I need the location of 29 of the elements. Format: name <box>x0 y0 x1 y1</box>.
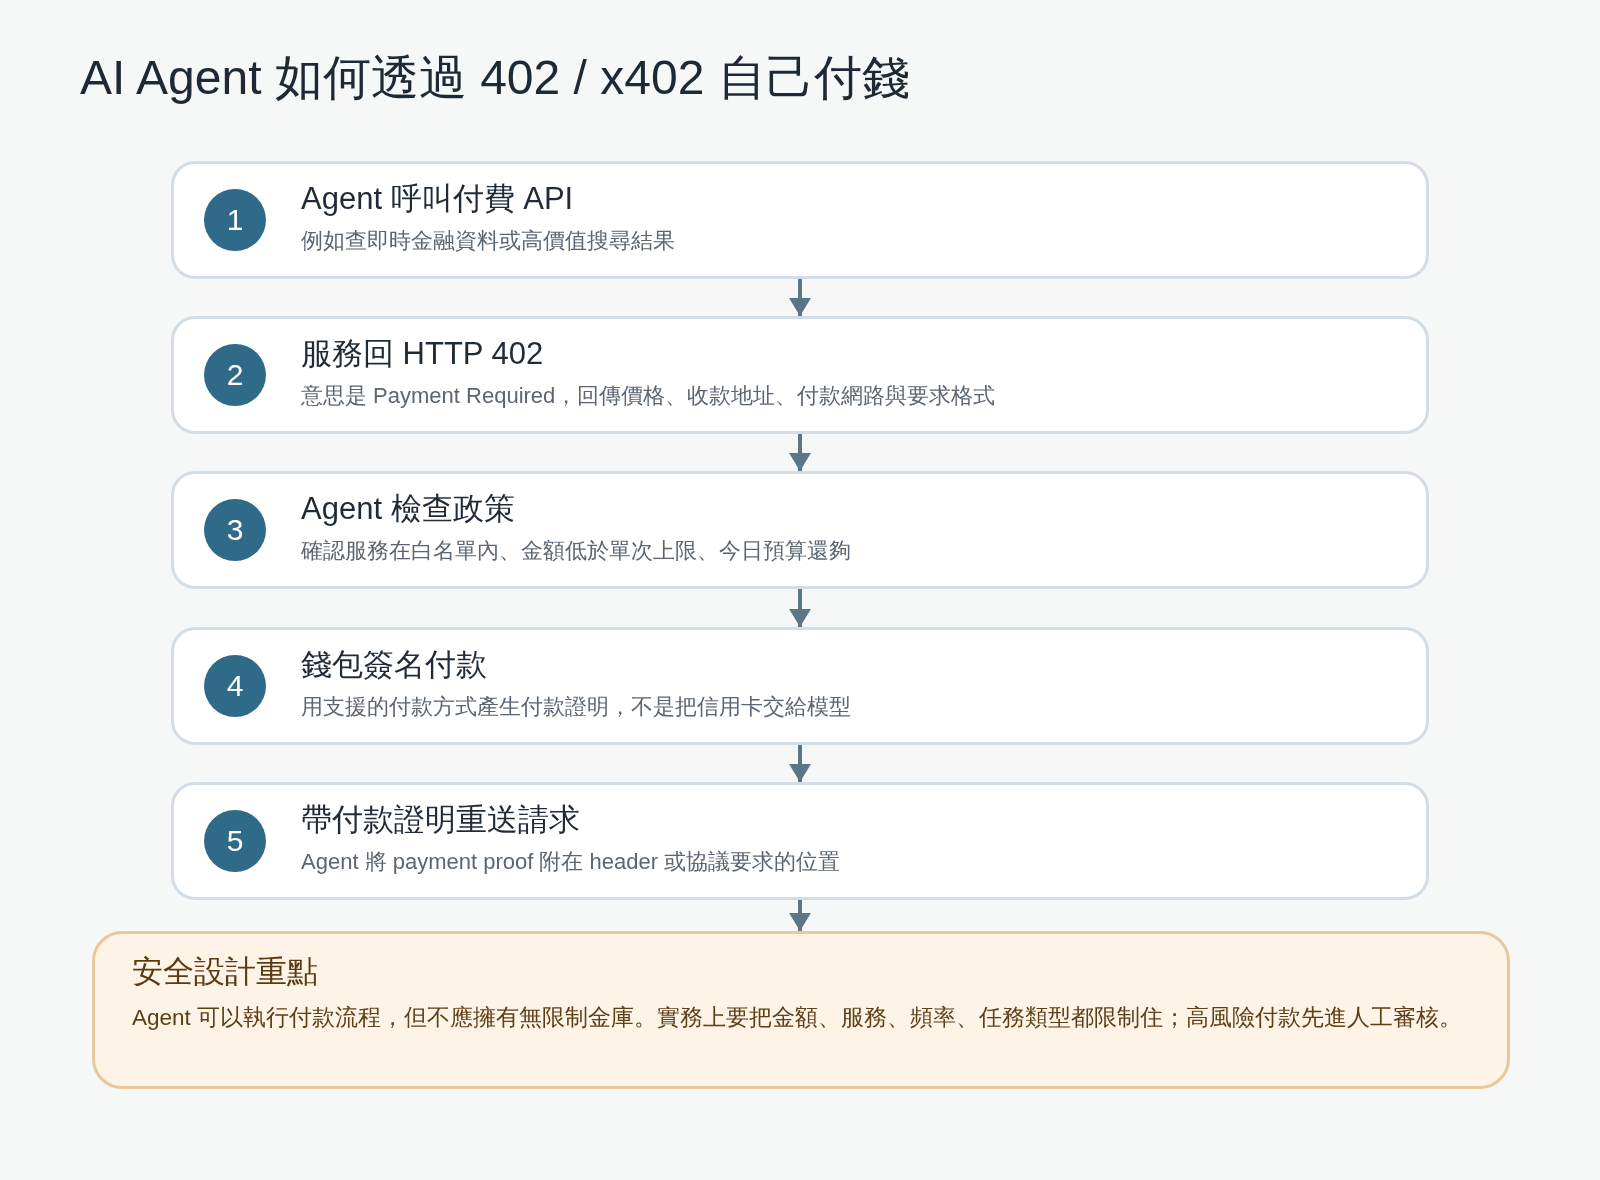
step-description: 例如查即時金融資料或高價值搜尋結果 <box>301 227 676 255</box>
number-circle: 1 <box>204 189 266 251</box>
step-card <box>171 161 1429 279</box>
number-circle: 4 <box>204 655 266 717</box>
step-card <box>171 782 1429 900</box>
step-title: Agent 檢查政策 <box>301 490 515 528</box>
step-title: Agent 呼叫付費 API <box>301 180 574 218</box>
number-circle: 2 <box>204 344 266 406</box>
step-card <box>171 471 1429 589</box>
step-title: 服務回 HTTP 402 <box>301 335 544 373</box>
number-circle: 5 <box>204 810 266 872</box>
step-description: 用支援的付款方式產生付款證明，不是把信用卡交給模型 <box>301 693 852 721</box>
arrow <box>789 745 811 782</box>
arrow <box>789 279 811 316</box>
step-description: 意思是 Payment Required，回傳價格、收款地址、付款網路與要求格式 <box>301 382 997 410</box>
note-text: Agent 可以執行付款流程，但不應擁有無限制金庫。實務上要把金額、服務、頻率、任務類型都限制住；高風險付款先進人工審核。 <box>132 1004 1464 1032</box>
number-circle: 3 <box>204 499 266 561</box>
arrow <box>789 900 811 931</box>
arrow <box>789 434 811 471</box>
step-description: 確認服務在白名單內、金額低於單次上限、今日預算還夠 <box>301 537 852 565</box>
step-title: 帶付款證明重送請求 <box>301 801 580 839</box>
title: AI Agent 如何透過 402 / x402 自己付錢 <box>80 50 910 106</box>
note-heading: 安全設計重點 <box>132 953 318 991</box>
step-card <box>171 316 1429 434</box>
note-panel <box>92 931 1510 1089</box>
step-title: 錢包簽名付款 <box>301 646 487 684</box>
step-card <box>171 627 1429 745</box>
step-description: Agent 將 payment proof 附在 header 或協議要求的位置 <box>301 848 842 876</box>
arrow <box>789 589 811 627</box>
